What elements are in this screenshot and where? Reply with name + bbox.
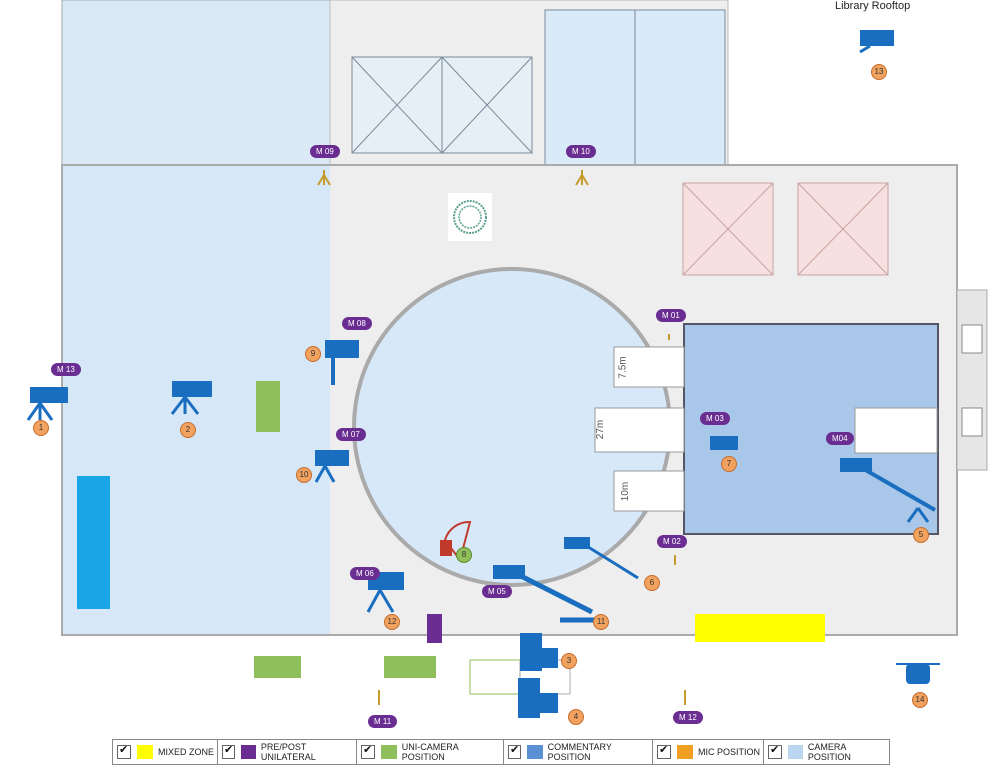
mic-tag: M 09 — [310, 145, 340, 158]
legend-swatch — [241, 745, 256, 759]
mic-tag: M 05 — [482, 585, 512, 598]
camera-number: 8 — [456, 547, 472, 563]
legend-label: UNI-CAMERA POSITION — [401, 742, 459, 762]
distance-label: 27m — [595, 419, 607, 440]
mic-tag: M 13 — [51, 363, 81, 376]
mic-tag: M 07 — [336, 428, 366, 441]
legend-item: MIC POSITION — [653, 740, 764, 764]
library-rooftop-label: Library Rooftop — [835, 0, 911, 12]
camera-number: 1 — [33, 420, 49, 436]
camera-number: 10 — [296, 467, 312, 483]
mic-tag: M 01 — [656, 309, 686, 322]
mic-tag: M 02 — [657, 535, 687, 548]
camera-number: 6 — [644, 575, 660, 591]
mic-tag: M04 — [826, 432, 854, 445]
camera-number: 11 — [593, 614, 609, 630]
legend-label: MIXED ZONE — [158, 747, 215, 757]
mic-tag: M 03 — [700, 412, 730, 425]
camera-number: 2 — [180, 422, 196, 438]
mic-tag: M 12 — [673, 711, 703, 724]
legend-item: PRE/POST UNILATERAL — [218, 740, 357, 764]
checkbox-icon[interactable] — [117, 743, 131, 759]
mic-tag: M 06 — [350, 567, 380, 580]
legend-swatch — [677, 745, 693, 759]
legend-swatch — [527, 745, 543, 759]
checkbox-icon[interactable] — [361, 743, 375, 759]
legend-label: CAMERA POSITION — [807, 742, 851, 762]
floor-plan — [26, 0, 988, 718]
camera-number: 13 — [871, 64, 887, 80]
legend-item: MIXED ZONE — [113, 740, 218, 764]
mic-tag: M 10 — [566, 145, 596, 158]
legend-swatch — [137, 745, 153, 759]
legend-swatch — [380, 745, 397, 759]
camera-number: 7 — [721, 456, 737, 472]
legend-label: COMMENTARY POSITION — [547, 742, 612, 762]
camera-number: 12 — [384, 614, 400, 630]
camera-number: 3 — [561, 653, 577, 669]
camera-number: 5 — [913, 527, 929, 543]
camera-icons — [26, 30, 940, 718]
checkbox-icon[interactable] — [657, 743, 671, 759]
mic-tag: M 11 — [368, 715, 398, 728]
camera-number: 4 — [568, 709, 584, 725]
legend-label: MIC POSITION — [698, 747, 761, 757]
legend: MIXED ZONE PRE/POST UNILATERAL UNI-CAMER… — [112, 739, 890, 765]
checkbox-icon[interactable] — [222, 743, 236, 759]
checkbox-icon[interactable] — [508, 743, 522, 759]
distance-label: 10m — [620, 481, 632, 502]
legend-item: CAMERA POSITION — [764, 740, 888, 764]
legend-item: UNI-CAMERA POSITION — [357, 740, 504, 764]
checkbox-icon[interactable] — [768, 743, 782, 759]
camera-number: 9 — [305, 346, 321, 362]
legend-swatch — [787, 745, 803, 759]
camera-number: 14 — [912, 692, 928, 708]
distance-label: 7.5m — [617, 356, 629, 379]
legend-item: COMMENTARY POSITION — [504, 740, 653, 764]
mic-tag: M 08 — [342, 317, 372, 330]
legend-label: PRE/POST UNILATERAL — [260, 742, 316, 762]
